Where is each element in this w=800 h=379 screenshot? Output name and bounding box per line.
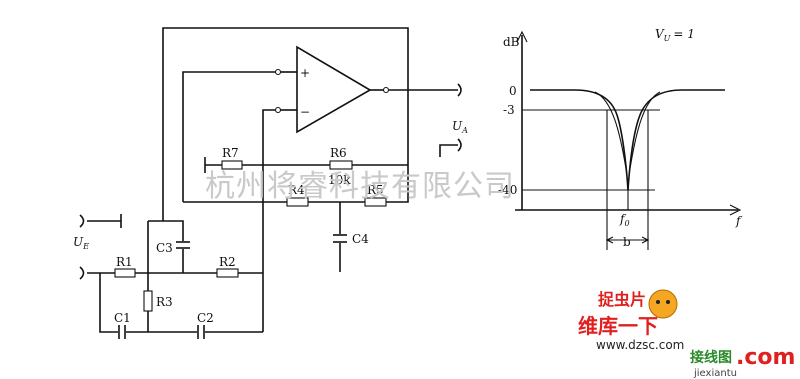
logo-main-text: 维库一下 bbox=[578, 314, 658, 338]
notch-curve-left-inner bbox=[594, 91, 628, 176]
jiexiantu-text: 接线图 bbox=[690, 349, 732, 366]
tick-minus3db: -3 bbox=[503, 103, 515, 117]
y-axis-arrow bbox=[516, 30, 528, 43]
logo-top-text: 捉虫片 bbox=[598, 290, 646, 309]
capacitor-c4 bbox=[333, 234, 347, 243]
notch-curve-right-outer bbox=[627, 89, 725, 191]
x-axis-arrow bbox=[729, 204, 742, 216]
label-r7: R7 bbox=[222, 146, 239, 160]
input-ground-terminal bbox=[79, 214, 85, 228]
output-terminal bbox=[457, 83, 462, 97]
resistors bbox=[114, 160, 387, 312]
terminals bbox=[79, 83, 462, 280]
frequency-response-graph: dB VU= 1 0 -3 -40 f0 b f bbox=[498, 27, 743, 250]
resistor-r5 bbox=[364, 197, 387, 207]
label-c4: C4 bbox=[352, 232, 369, 246]
tick-minus40db: -40 bbox=[498, 183, 517, 197]
resistor-r4 bbox=[286, 197, 309, 207]
y-axis-unit: dB bbox=[503, 35, 520, 49]
inverting-label: − bbox=[300, 105, 310, 119]
capacitor-c2 bbox=[197, 325, 205, 339]
label-r1: R1 bbox=[116, 255, 133, 269]
tick-0db: 0 bbox=[509, 84, 517, 98]
bandwidth-arrow-right bbox=[641, 236, 650, 244]
resistor-r7 bbox=[221, 160, 243, 170]
center-frequency-label: f0 bbox=[619, 212, 630, 228]
label-r6: R6 bbox=[330, 146, 347, 160]
output-ground-terminal bbox=[457, 138, 462, 152]
label-r2: R2 bbox=[219, 255, 236, 269]
component-labels: R1 R2 R3 R4 R5 R6 10k R7 C1 C2 C3 C4 UA … bbox=[73, 119, 468, 325]
resistor-r1 bbox=[114, 268, 136, 278]
mascot-icon bbox=[648, 289, 678, 319]
watermark-text: 杭州将睿科技有限公司 bbox=[205, 169, 515, 204]
wiring bbox=[87, 27, 458, 333]
site-logo: 捉虫片 维库一下 www.dzsc.com bbox=[578, 289, 684, 352]
jiexiantu-url: jiexiantu bbox=[693, 368, 737, 379]
label-r4: R4 bbox=[288, 183, 305, 197]
label-c1: C1 bbox=[114, 311, 131, 325]
capacitors bbox=[118, 234, 347, 339]
non-inverting-label: + bbox=[300, 66, 310, 80]
input-terminal bbox=[79, 266, 85, 280]
resistor-r6 bbox=[329, 160, 353, 170]
resistor-r3 bbox=[143, 290, 153, 312]
bandwidth-arrow-left bbox=[605, 236, 614, 244]
label-c2: C2 bbox=[197, 311, 214, 325]
jiexiantu-com: .com bbox=[736, 345, 795, 370]
notch-curve-left-outer bbox=[530, 89, 629, 191]
label-r5: R5 bbox=[367, 183, 384, 197]
label-r3: R3 bbox=[156, 295, 173, 309]
label-r6-value: 10k bbox=[328, 173, 351, 187]
x-axis-label: f bbox=[735, 214, 743, 228]
notch-curve-right-inner bbox=[628, 91, 661, 176]
capacitor-c3 bbox=[176, 241, 190, 249]
bandwidth-label: b bbox=[623, 235, 631, 249]
logo-url: www.dzsc.com bbox=[596, 338, 684, 352]
resistor-r2 bbox=[216, 268, 239, 278]
jiexiantu-logo: 接线图 .com jiexiantu bbox=[690, 345, 795, 379]
op-amp: + − bbox=[296, 45, 372, 134]
capacitor-c1 bbox=[118, 325, 126, 339]
label-output-voltage: UA bbox=[452, 119, 468, 135]
label-c3: C3 bbox=[156, 241, 173, 255]
label-input-voltage: UE bbox=[73, 235, 89, 251]
gain-parameter: VU= 1 bbox=[655, 27, 695, 43]
